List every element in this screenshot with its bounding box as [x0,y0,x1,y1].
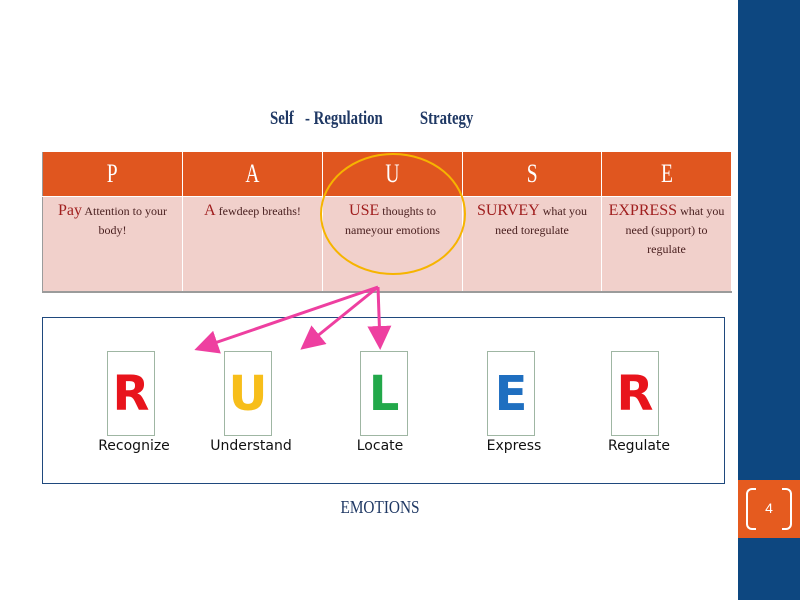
pause-header-e: E [601,151,732,197]
page-number: 4 [746,488,792,530]
pause-header-a: A [182,151,323,197]
ruler-letter-r-regulate: R [611,351,659,436]
ruler-letter-l: L [360,351,408,436]
ruler-letter: L [368,365,400,422]
ruler-letter: R [112,365,150,422]
bracket-left-icon [746,488,756,530]
ruler-word-regulate: Regulate [607,438,671,454]
page-number-text: 4 [765,500,773,516]
slide-title: Self - Regulation Strategy [270,108,474,129]
ruler-letter: E [494,365,528,422]
ruler-word-locate: Locate [356,438,404,454]
bracket-right-icon [782,488,792,530]
ruler-letter-e: E [487,351,535,436]
pause-header-p: P [42,151,183,197]
pause-cell-survey: SURVEY what you need toregulate [462,196,602,293]
pause-cell-breaths: A fewdeep breaths! [182,196,323,293]
ruler-letter-u: U [224,351,272,436]
emotions-caption: EMOTIONS [340,497,420,517]
ruler-word-understand: Understand [210,438,292,454]
ruler-word-express: Express [486,438,542,454]
ruler-letter: U [228,365,268,422]
highlight-ellipse [320,153,466,275]
pause-cell-express: EXPRESS what you need (support) to regul… [601,196,732,293]
ruler-word-recognize: Recognize [98,438,170,454]
ruler-box [42,317,725,484]
pause-cell-pay: Pay Attention to your body! [42,196,183,293]
ruler-letter-r-recognize: R [107,351,155,436]
ruler-letter: R [616,365,654,422]
pause-header-s: S [462,151,602,197]
